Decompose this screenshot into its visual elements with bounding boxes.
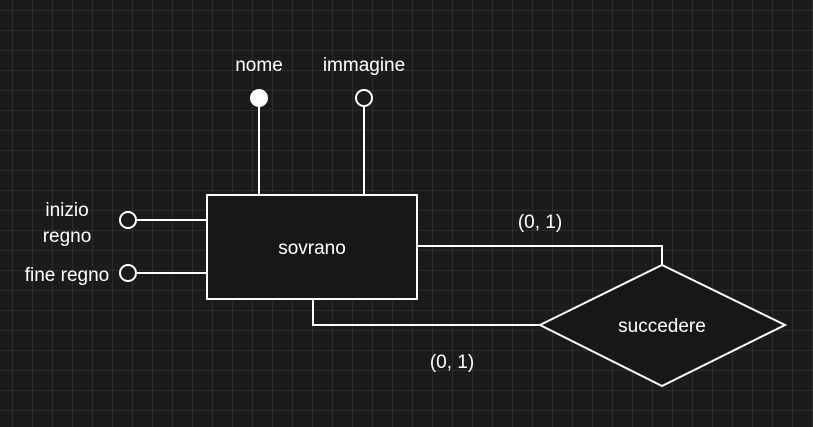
connector-sovrano-succedere-bottom xyxy=(312,299,540,326)
attribute-immagine-marker[interactable] xyxy=(355,89,373,107)
attribute-nome-label: nome xyxy=(235,55,283,76)
attribute-fine-regno-label: fine regno xyxy=(25,265,110,286)
attribute-inizio-regno-label-line2: regno xyxy=(43,226,92,247)
attribute-immagine-label: immagine xyxy=(323,55,405,76)
entity-sovrano[interactable] xyxy=(206,194,418,300)
attribute-nome-key-marker[interactable] xyxy=(250,89,268,107)
relationship-succedere-label: succedere xyxy=(618,316,706,337)
cardinality-top: (0, 1) xyxy=(518,212,562,233)
attribute-inizio-regno-label-line1: inizio xyxy=(45,200,88,221)
cardinality-bottom: (0, 1) xyxy=(430,352,474,373)
entity-sovrano-label: sovrano xyxy=(278,238,346,259)
relationship-succedere[interactable] xyxy=(537,263,788,388)
attribute-inizio-regno-marker[interactable] xyxy=(119,211,137,229)
connector-sovrano-succedere-top xyxy=(417,245,663,265)
attribute-fine-regno-marker[interactable] xyxy=(119,264,137,282)
